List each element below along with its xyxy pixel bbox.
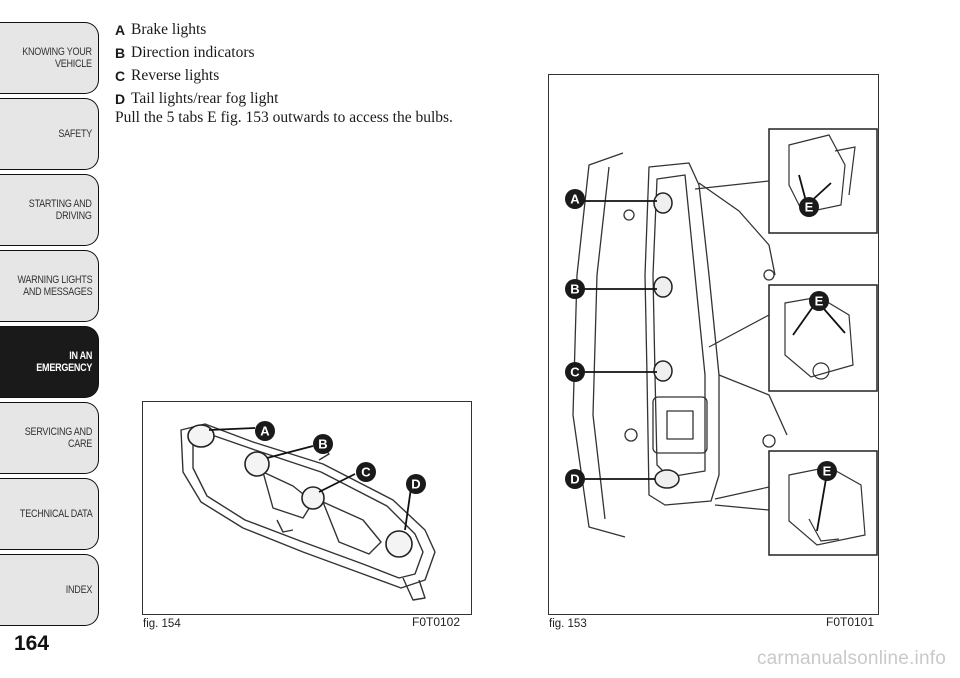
figure-153-caption: fig. 153 — [549, 618, 587, 630]
bulb-c — [653, 360, 673, 382]
tab-servicing-and-care[interactable]: SERVICING AND CARE — [0, 402, 99, 474]
detail-inset-top — [768, 128, 878, 234]
callout-b: B — [313, 434, 333, 454]
callout-label: E — [805, 200, 814, 215]
callout-line-c — [318, 473, 356, 493]
connector-block — [652, 396, 708, 454]
callout-c: C — [565, 362, 585, 382]
callout-e-top: E — [799, 197, 819, 217]
legend-letter: C — [115, 67, 126, 84]
callout-a: A — [565, 189, 585, 209]
callout-label: C — [361, 465, 371, 480]
figure-154-bulb-holder: A B C D — [142, 401, 472, 615]
callout-e-middle: E — [809, 291, 829, 311]
legend-letter: B — [115, 44, 126, 61]
tab-label: SERVICING AND CARE — [24, 426, 93, 450]
callout-label: A — [570, 192, 580, 207]
tab-technical-data[interactable]: TECHNICAL DATA — [0, 478, 99, 550]
tab-label: IN AN EMERGENCY — [36, 350, 92, 374]
legend-text: Brake lights — [131, 20, 207, 38]
legend-text: Tail lights/rear fog light — [131, 89, 279, 107]
tab-knowing-your-vehicle[interactable]: KNOWING YOUR VEHICLE — [0, 22, 99, 94]
legend-text: Reverse lights — [131, 66, 220, 84]
bulb-a — [187, 424, 215, 448]
watermark: carmanualsonline.info — [756, 648, 946, 669]
callout-label: D — [411, 477, 420, 492]
tab-label: STARTING AND DRIVING — [29, 198, 92, 222]
legend-item: D Tail lights/rear fog light — [115, 87, 475, 110]
callout-label: E — [815, 294, 824, 309]
legend-text: Direction indicators — [131, 43, 255, 61]
tail-light-illustration: A B C D E E E — [565, 128, 878, 556]
callout-line-b — [266, 445, 314, 459]
callout-label: E — [823, 464, 832, 479]
callout-d: D — [406, 474, 426, 494]
tab-index[interactable]: INDEX — [0, 554, 99, 626]
callout-label: B — [570, 282, 579, 297]
callout-line-d — [404, 487, 412, 531]
figure-153-tail-light-unit: A B C D E E E — [548, 74, 879, 615]
lamp-housing — [644, 162, 720, 506]
callout-label: A — [260, 424, 270, 439]
instruction-text: Pull the 5 tabs E fig. 153 outwards to a… — [115, 109, 453, 126]
tab-warning-lights[interactable]: WARNING LIGHTS AND MESSAGES — [0, 250, 99, 322]
bulb-a — [653, 192, 673, 214]
figure-154-caption: fig. 154 — [143, 618, 181, 630]
figure-153-code: F0T0101 — [826, 615, 875, 629]
legend-letter: A — [115, 21, 126, 38]
bulb-d — [654, 469, 680, 489]
tab-starting-and-driving[interactable]: STARTING AND DRIVING — [0, 174, 99, 246]
callout-c: C — [356, 462, 376, 482]
holder-outline — [180, 423, 436, 589]
bulb-holder-illustration: A B C D — [180, 421, 436, 601]
tab-in-an-emergency[interactable]: IN AN EMERGENCY — [0, 326, 99, 398]
page-number: 164 — [14, 632, 50, 655]
bulb-b — [244, 451, 270, 477]
tab-label: TECHNICAL DATA — [19, 508, 92, 520]
bulb-c — [301, 486, 325, 510]
legend-item: A Brake lights — [115, 18, 475, 41]
callout-label: B — [318, 437, 327, 452]
callout-a: A — [255, 421, 275, 441]
legend-letter: D — [115, 90, 126, 107]
tab-label: INDEX — [65, 584, 93, 596]
callout-line-a — [208, 427, 256, 431]
tab-label: SAFETY — [58, 128, 92, 140]
callout-d: D — [565, 469, 585, 489]
tab-label: KNOWING YOUR VEHICLE — [22, 46, 92, 70]
tab-safety[interactable]: SAFETY — [0, 98, 99, 170]
figure-154-code: F0T0102 — [412, 615, 461, 629]
tab-label: WARNING LIGHTS AND MESSAGES — [17, 274, 92, 298]
bulb-b — [653, 276, 673, 298]
callout-label: C — [570, 365, 580, 380]
callout-b: B — [565, 279, 585, 299]
holder-inner — [192, 433, 424, 579]
bulb-legend: A Brake lights B Direction indicators C Rev… — [115, 18, 475, 110]
callout-e-bottom: E — [817, 461, 837, 481]
bulb-d — [385, 530, 413, 558]
legend-item: C Reverse lights — [115, 64, 475, 87]
callout-label: D — [570, 472, 579, 487]
car-body-edge — [572, 152, 626, 538]
legend-item: B Direction indicators — [115, 41, 475, 64]
